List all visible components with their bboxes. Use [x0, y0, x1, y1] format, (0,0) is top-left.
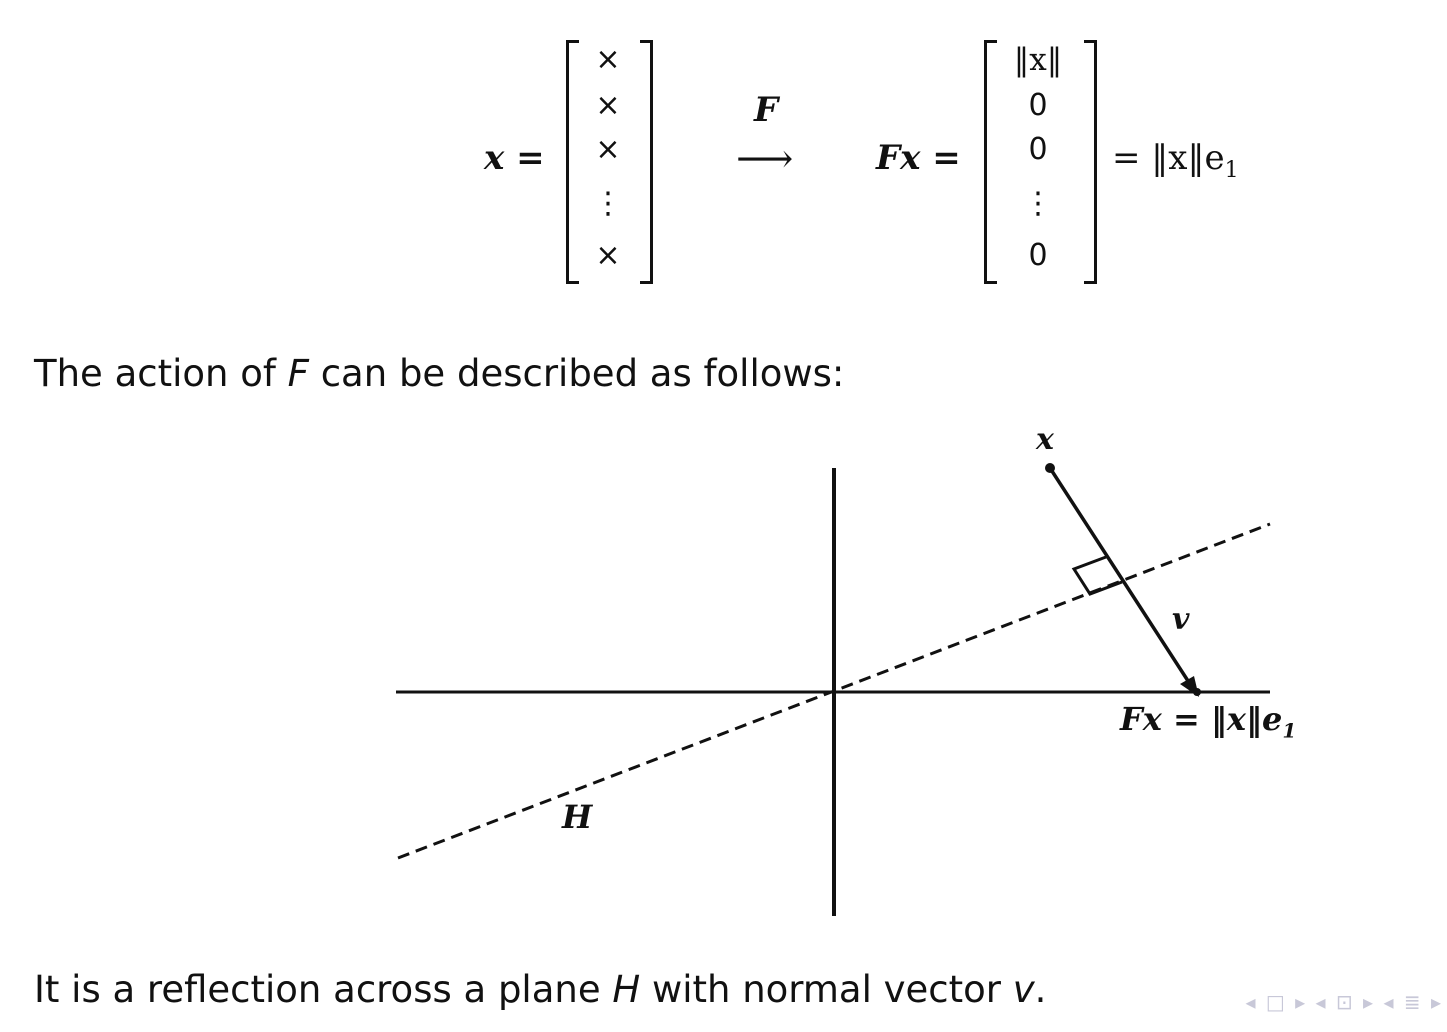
x-vector-entry: × — [595, 88, 621, 123]
description-sentence: The action of F can be described as foll… — [34, 352, 844, 395]
sentence-2-before: It is a reflection across a plane — [34, 968, 613, 1011]
label-v: v — [1172, 602, 1190, 637]
fx-vector-entry: 0 — [1028, 238, 1048, 273]
conclusion-sentence: It is a reflection across a plane H with… — [34, 968, 1046, 1011]
fx-vector-entry: 0 — [1028, 132, 1048, 167]
x-vector-left-bracket — [566, 40, 579, 284]
label-Fx: Fx = ‖x‖e1 — [1120, 700, 1296, 742]
sentence-1-before: The action of — [34, 352, 288, 395]
rhs-norm-e1: = ‖x‖e1 — [1112, 138, 1239, 183]
label-Fx-text: Fx = ‖x‖e — [1120, 700, 1283, 738]
x-vector-right-bracket — [640, 40, 653, 284]
label-Fx-subscript: 1 — [1282, 718, 1297, 743]
point-x — [1045, 463, 1055, 473]
right-angle-marker — [1071, 555, 1123, 596]
sentence-2-var-v: v — [1012, 968, 1035, 1011]
point-Fx — [1193, 688, 1201, 696]
sentence-1-var-F: F — [287, 352, 309, 395]
sentence-1-after: can be described as follows: — [308, 352, 845, 395]
x-equals: x = — [484, 138, 545, 178]
label-x: x — [1036, 422, 1054, 457]
x-vector-entry: × — [595, 42, 621, 77]
sentence-2-after: . — [1034, 968, 1047, 1011]
rhs-text: = ‖x‖e — [1112, 138, 1225, 178]
x-vector-entry: × — [595, 132, 621, 167]
fx-vector-norm-entry: ‖x‖ — [1013, 42, 1063, 78]
fx-vector-vdots: ⋮ — [1023, 186, 1053, 221]
arrow-label-F: F — [754, 90, 779, 130]
fx-vector-right-bracket — [1084, 40, 1097, 284]
beamer-navigation-icons[interactable]: ◂ □ ▸ ◂ ⊡ ▸ ◂ ≣ ▸ — [1245, 990, 1443, 1014]
fx-equals: Fx = — [876, 138, 961, 178]
normal-vector-v — [1048, 467, 1192, 685]
x-vector-vdots: ⋮ — [593, 186, 623, 221]
rhs-subscript: 1 — [1224, 157, 1239, 183]
x-vector-entry: × — [595, 238, 621, 273]
top-equation: x = × × × ⋮ × F ⟶ Fx = ‖x‖ 0 0 ⋮ 0 = ‖x‖… — [0, 0, 1447, 300]
sentence-2-middle: with normal vector — [640, 968, 1013, 1011]
fx-vector-left-bracket — [984, 40, 997, 284]
sentence-2-var-H: H — [612, 968, 641, 1011]
label-H: H — [562, 798, 593, 836]
maps-to-arrow: ⟶ — [736, 136, 794, 182]
plane-H-line — [397, 522, 1271, 860]
fx-vector-entry: 0 — [1028, 88, 1048, 123]
